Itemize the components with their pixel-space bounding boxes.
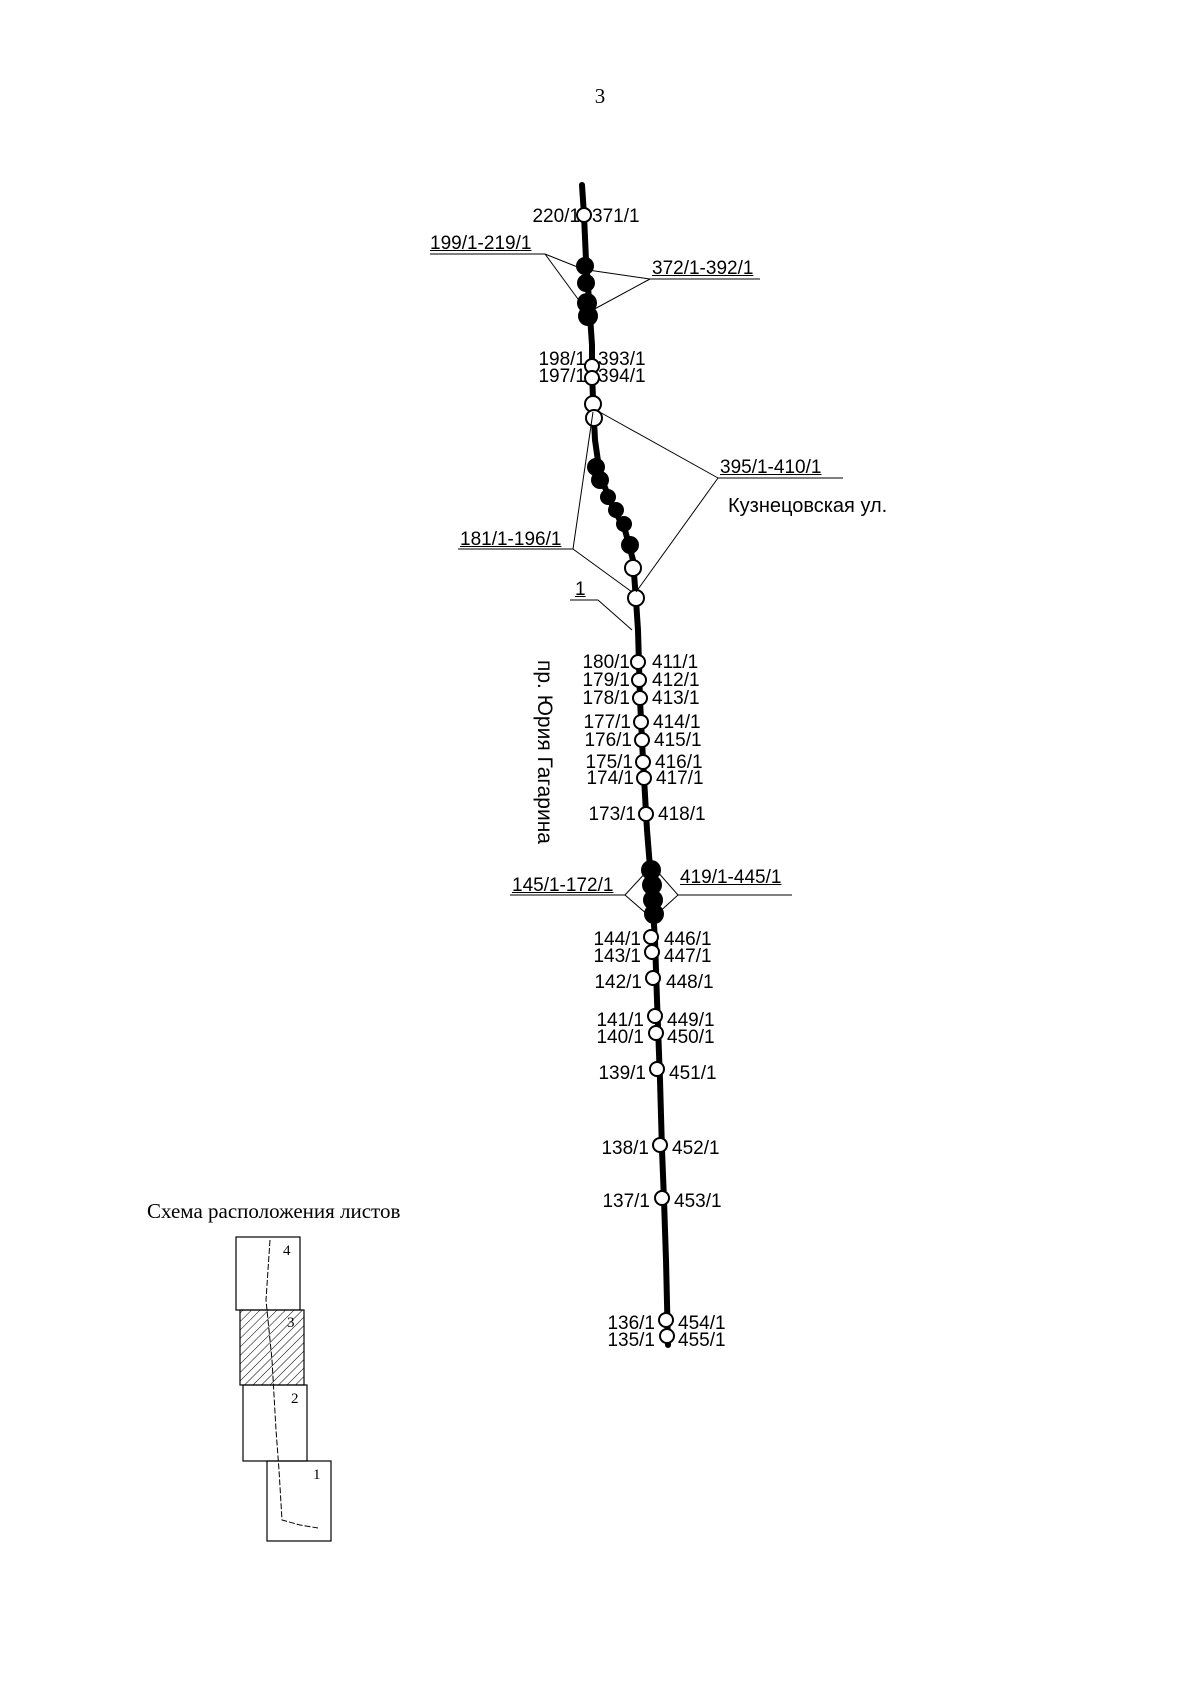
label-left-175: 175/1: [585, 752, 633, 773]
label-left-142: 142/1: [594, 972, 642, 993]
label-right-371: 371/1: [592, 206, 640, 227]
label-right-449: 449/1: [667, 1010, 715, 1031]
group-label-199-219: 199/1-219/1: [430, 233, 532, 254]
line-marker-label: 1: [575, 579, 586, 600]
sheet-key-diagram: [235, 1236, 332, 1542]
label-left-144: 144/1: [593, 929, 641, 950]
label-left-173: 173/1: [588, 804, 636, 825]
group-label-181-196: 181/1-196/1: [460, 529, 562, 550]
group-label-145-172: 145/1-172/1: [512, 875, 614, 896]
group-label-419-445: 419/1-445/1: [680, 867, 782, 888]
label-left-139: 139/1: [598, 1063, 646, 1084]
sheet-frame-1: [266, 1460, 332, 1542]
sheet-key-title: Схема расположения листов: [147, 1199, 401, 1223]
label-right-446: 446/1: [664, 929, 712, 950]
label-right-452: 452/1: [672, 1138, 720, 1159]
leader-lines: [430, 253, 843, 916]
point-cluster-top: [576, 257, 598, 326]
label-right-416: 416/1: [655, 752, 703, 773]
sheet-route-trace: [265, 1239, 319, 1529]
label-right-413: 413/1: [652, 688, 700, 709]
sheet-number-2: 2: [291, 1391, 299, 1407]
label-left-178: 178/1: [582, 688, 630, 709]
label-right-412: 412/1: [652, 670, 700, 691]
label-left-137: 137/1: [602, 1191, 650, 1212]
point-markers: [576, 207, 675, 1344]
label-left-174: 174/1: [586, 768, 634, 789]
label-left-198: 198/1: [538, 349, 586, 370]
label-right-454: 454/1: [678, 1313, 726, 1334]
label-left-136: 136/1: [607, 1313, 655, 1334]
street-label-gagarina: пр. Юрия Гагарина: [533, 660, 556, 844]
page-number: 3: [594, 84, 606, 108]
street-label-kuznetsovskaya: Кузнецовская ул.: [728, 495, 888, 517]
label-right-411: 411/1: [652, 652, 699, 673]
label-left-143: 143/1: [593, 946, 641, 967]
label-left-141: 141/1: [596, 1010, 644, 1031]
group-label-395-410: 395/1-410/1: [720, 457, 822, 478]
label-left-179: 179/1: [582, 670, 630, 691]
sheet-number-3: 3: [287, 1315, 295, 1331]
label-left-197: 197/1: [538, 366, 586, 387]
label-right-453: 453/1: [674, 1191, 722, 1212]
label-right-447: 447/1: [664, 946, 712, 967]
label-right-450: 450/1: [667, 1027, 715, 1048]
label-left-138: 138/1: [601, 1138, 649, 1159]
label-right-451: 451/1: [669, 1063, 717, 1084]
label-right-394: 394/1: [598, 366, 646, 387]
label-left-180: 180/1: [582, 652, 630, 673]
sheet-number-4: 4: [283, 1243, 291, 1259]
label-left-177: 177/1: [583, 712, 631, 733]
label-right-418: 418/1: [658, 804, 706, 825]
label-left-220: 220/1: [532, 206, 580, 227]
sheet-frame-3: [239, 1309, 305, 1386]
label-right-448: 448/1: [666, 972, 714, 993]
point-cluster-middle: [641, 860, 664, 924]
label-left-176: 176/1: [584, 730, 632, 751]
label-left-135: 135/1: [607, 1330, 655, 1351]
sheet-number-1: 1: [313, 1467, 321, 1483]
group-label-372-392: 372/1-392/1: [652, 258, 754, 279]
point-cluster-curve: [584, 395, 645, 607]
label-right-455: 455/1: [678, 1330, 726, 1351]
label-right-393: 393/1: [598, 349, 646, 370]
label-left-140: 140/1: [596, 1027, 644, 1048]
label-right-415: 415/1: [654, 730, 702, 751]
label-right-414: 414/1: [653, 712, 701, 733]
label-right-417: 417/1: [656, 768, 704, 789]
